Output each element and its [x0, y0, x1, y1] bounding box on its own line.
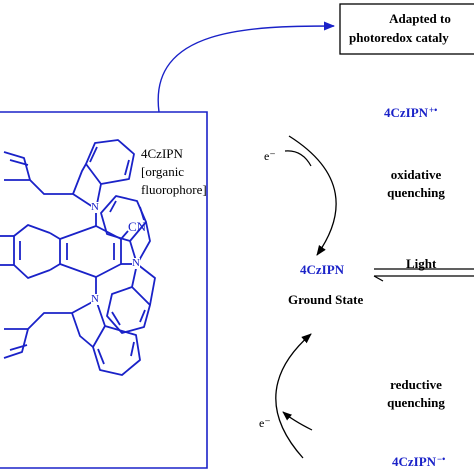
n-label-top: N [91, 201, 99, 213]
reductive-arrow [275, 333, 312, 459]
molecule-structure [0, 139, 156, 376]
reduced-species: 4CzIPN−• [392, 454, 446, 469]
n-label-bottom: N [91, 293, 99, 305]
oxidized-species-name: 4CzIPN [384, 105, 429, 120]
oxidized-charge: +• [429, 105, 438, 115]
molecule-name: 4CzIPN [141, 146, 183, 161]
molecule-class-line1: [organic [141, 164, 185, 179]
callout-arrow [157, 21, 336, 113]
light-label: Light [406, 256, 437, 271]
molecule-frame [0, 111, 208, 469]
light-equilibrium-arrows [373, 268, 474, 282]
oxidative-label-line1: oxidative [390, 167, 442, 182]
electron-in-arrow [284, 150, 312, 167]
oxidative-arrow [288, 135, 337, 256]
oxidized-species: 4CzIPN+• [384, 105, 438, 120]
callout-line2: photoredox cataly [349, 30, 449, 45]
reduced-charge: −• [437, 454, 446, 464]
electron-top: e⁻ [264, 149, 276, 163]
reductive-label-line2: quenching [387, 395, 445, 410]
callout-line1: Adapted to [389, 11, 451, 26]
oxidative-label-line2: quenching [387, 185, 445, 200]
ground-species: 4CzIPN [300, 262, 345, 277]
reductive-label-line1: reductive [390, 377, 442, 392]
cn-label: CN [128, 219, 147, 234]
n-label-right: N [132, 257, 140, 269]
callout-box [339, 3, 474, 55]
molecule-class-line2: fluorophore] [141, 182, 207, 197]
reduced-species-name: 4CzIPN [392, 454, 437, 469]
electron-out-arrow [282, 411, 313, 431]
electron-bottom: e⁻ [259, 416, 271, 430]
ground-state-label: Ground State [288, 292, 364, 307]
